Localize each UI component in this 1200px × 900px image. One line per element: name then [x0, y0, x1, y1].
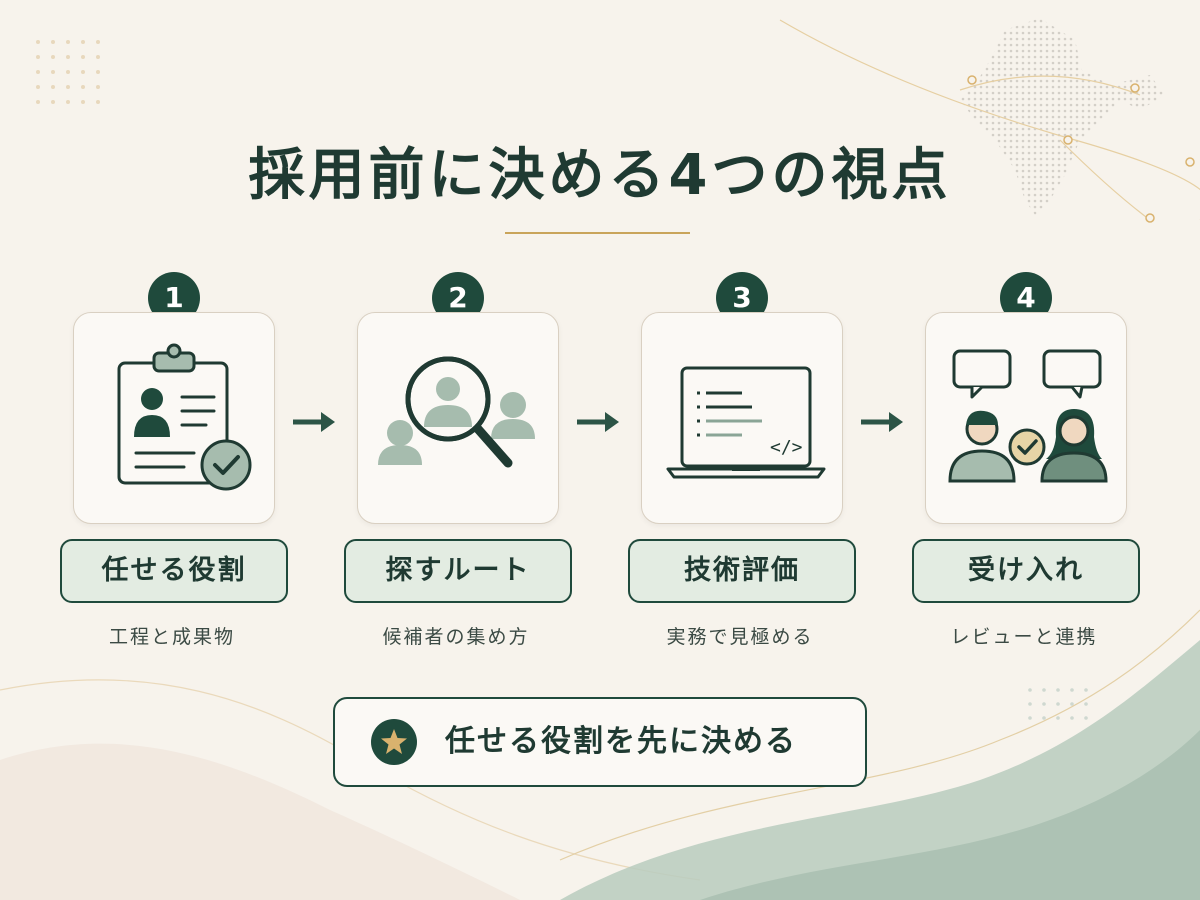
step-label: 探すルート	[344, 539, 572, 603]
step-2: 2 探すルート 候補者の集め方	[343, 272, 573, 652]
svg-text:</>: </>	[770, 437, 803, 458]
step-description: 実務で見極める	[666, 626, 814, 648]
step-description: 候補者の集め方	[382, 626, 530, 648]
arrow-right-icon	[293, 412, 335, 432]
star-badge	[371, 719, 417, 765]
laptop-code-icon: </>	[666, 366, 826, 479]
clipboard-profile-check-icon	[117, 343, 252, 491]
callout-text: 任せる役割を先に決める	[445, 724, 797, 759]
step-label: 受け入れ	[912, 539, 1140, 603]
step-card	[925, 312, 1127, 524]
step-label: 任せる役割	[60, 539, 288, 603]
title-underline	[505, 232, 690, 234]
step-card	[357, 312, 559, 524]
dot-grid-bottom-right-decoration	[1028, 688, 1088, 720]
page-title: 採用前に決める4つの視点	[248, 143, 952, 208]
magnifier-people-icon	[378, 356, 535, 468]
arrow-right-icon	[577, 412, 619, 432]
step-1: 1 任せる役割 工程と成果物	[59, 272, 289, 652]
step-label: 技術評価	[628, 539, 856, 603]
step-3: 3 </> 技術評価 実務で見極める	[627, 272, 857, 652]
two-people-chat-icon	[948, 349, 1108, 483]
star-icon	[381, 729, 407, 754]
step-description: レビューと連携	[950, 626, 1098, 648]
step-card	[73, 312, 275, 524]
dot-grid-decoration	[36, 40, 100, 104]
step-card: </>	[641, 312, 843, 524]
step-description: 工程と成果物	[108, 626, 235, 648]
key-point-callout: 任せる役割を先に決める	[333, 697, 867, 787]
step-4: 4 受け入れ レビューと連携	[911, 272, 1141, 652]
arrow-right-icon	[861, 412, 903, 432]
